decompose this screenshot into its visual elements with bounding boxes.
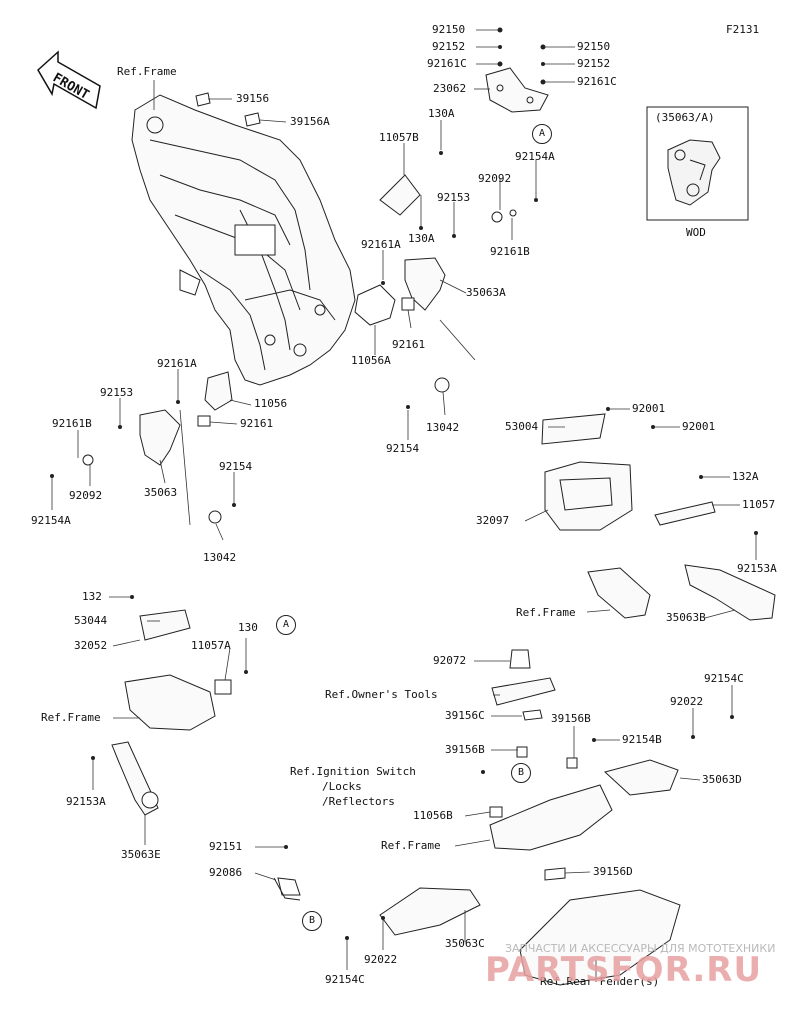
- label-92161b-upper: 92161B: [490, 245, 530, 258]
- label-92154c-upper: 92154C: [704, 672, 744, 685]
- label-92086: 92086: [209, 866, 243, 879]
- label-92154-mid: 92154: [386, 442, 420, 455]
- main-frame-drawing: [131, 94, 356, 386]
- label-92151: 92151: [209, 840, 243, 853]
- marker-b-upper: B: [511, 763, 531, 783]
- label-92154c-lower: 92154C: [325, 973, 365, 986]
- label-35063a: 35063A: [466, 286, 506, 299]
- label-130a-lower: 130A: [408, 232, 435, 245]
- watermark-tagline: ЗАПЧАСТИ И АКСЕССУАРЫ ДЛЯ МОТОТЕХНИКИ: [505, 942, 776, 955]
- label-92153a-right: 92153A: [737, 562, 777, 575]
- label-39156a: 39156A: [290, 115, 330, 128]
- label-ref-rear-fender: Ref.Rear Fender(s): [540, 975, 660, 988]
- label-92152-left: 92152: [432, 40, 466, 53]
- label-39156b-upper: 39156B: [551, 712, 591, 725]
- label-92161-lower: 92161: [240, 417, 274, 430]
- label-92072: 92072: [433, 654, 467, 667]
- fastener-dots: [50, 27, 758, 940]
- label-32097: 32097: [476, 514, 510, 527]
- label-ref-reflectors: /Reflectors: [322, 795, 395, 808]
- lower-left-bracket-drawing: [111, 609, 232, 816]
- label-92092-lower: 92092: [69, 489, 103, 502]
- label-92152-right: 92152: [577, 57, 611, 70]
- label-92150-left: 92150: [432, 23, 466, 36]
- inset-caption: WOD: [686, 226, 706, 239]
- label-13042-left: 13042: [203, 551, 237, 564]
- label-92161-upper: 92161: [392, 338, 426, 351]
- label-ref-frame-rear: Ref.Frame: [381, 839, 441, 852]
- label-130a-upper: 130A: [428, 107, 455, 120]
- label-23062: 23062: [433, 82, 467, 95]
- label-92154a-upper: 92154A: [515, 150, 555, 163]
- label-53044: 53044: [74, 614, 108, 627]
- label-92161a-upper: 92161A: [361, 238, 401, 251]
- inset-title: (35063/A): [655, 111, 715, 124]
- marker-b-lower: B: [302, 911, 322, 931]
- label-13042-mid: 13042: [426, 421, 460, 434]
- label-39156b-lower: 39156B: [445, 743, 485, 756]
- label-92092-upper: 92092: [478, 172, 512, 185]
- label-92154-left: 92154: [219, 460, 253, 473]
- label-92154b: 92154B: [622, 733, 662, 746]
- label-92001-upper: 92001: [632, 402, 666, 415]
- figure-code: F2131: [726, 23, 760, 36]
- label-92022-upper: 92022: [670, 695, 704, 708]
- inset-box: [646, 106, 749, 221]
- label-11057a: 11057A: [191, 639, 231, 652]
- label-92161c-right: 92161C: [577, 75, 617, 88]
- inset-bracket-icon: [667, 139, 721, 206]
- label-39156: 39156: [236, 92, 270, 105]
- label-92022-lower: 92022: [364, 953, 398, 966]
- label-39156c: 39156C: [445, 709, 485, 722]
- label-11056a: 11056A: [351, 354, 391, 367]
- label-130: 130: [238, 621, 258, 634]
- label-53004: 53004: [505, 420, 539, 433]
- front-arrow-icon: FRONT: [37, 50, 101, 110]
- marker-a-lower: A: [276, 615, 296, 635]
- label-32052: 32052: [74, 639, 108, 652]
- label-ref-frame-battery: Ref.Frame: [516, 606, 576, 619]
- label-92150-right: 92150: [577, 40, 611, 53]
- label-92153-lower: 92153: [100, 386, 134, 399]
- label-ref-frame-top: Ref.Frame: [117, 65, 177, 78]
- pad-39156-icon: [195, 92, 211, 107]
- label-35063c: 35063C: [445, 937, 485, 950]
- label-92161a-lower: 92161A: [157, 357, 197, 370]
- label-132: 132: [82, 590, 102, 603]
- rear-lower-drawing: [273, 649, 681, 986]
- label-92154a-lower: 92154A: [31, 514, 71, 527]
- label-ref-owners-tools: Ref.Owner's Tools: [325, 688, 438, 701]
- label-92001-lower: 92001: [682, 420, 716, 433]
- label-ref-frame-left: Ref.Frame: [41, 711, 101, 724]
- marker-a-upper: A: [532, 124, 552, 144]
- leader-lines: [51, 29, 757, 982]
- label-11056b: 11056B: [413, 809, 453, 822]
- label-35063e: 35063E: [121, 848, 161, 861]
- label-ref-ignition-switch: Ref.Ignition Switch: [290, 765, 416, 778]
- label-92153a-left: 92153A: [66, 795, 106, 808]
- label-92161b-lower: 92161B: [52, 417, 92, 430]
- label-39156d: 39156D: [593, 865, 633, 878]
- label-132a: 132A: [732, 470, 759, 483]
- label-92161c-left: 92161C: [427, 57, 467, 70]
- label-35063: 35063: [144, 486, 178, 499]
- watermark-logo: PARTSFOR.RU: [485, 950, 763, 990]
- right-upper-bracket-drawing: [354, 67, 549, 393]
- label-11057: 11057: [742, 498, 776, 511]
- left-middle-bracket-drawing: [82, 371, 233, 524]
- label-ref-locks: /Locks: [322, 780, 362, 793]
- label-35063d: 35063D: [702, 773, 742, 786]
- battery-case-drawing: [541, 413, 776, 621]
- label-92153-upper: 92153: [437, 191, 471, 204]
- label-11056: 11056: [254, 397, 288, 410]
- pad-39156a-icon: [244, 112, 261, 127]
- label-11057b: 11057B: [379, 131, 419, 144]
- label-35063b: 35063B: [666, 611, 706, 624]
